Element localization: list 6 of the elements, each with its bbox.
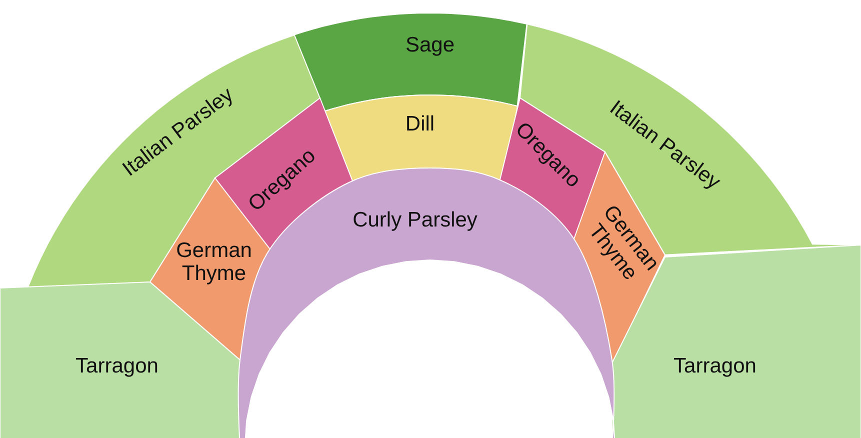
plant-label: Tarragon [674, 354, 756, 378]
plant-label: Tarragon [76, 354, 158, 378]
plant-label: Curly Parsley [352, 208, 478, 232]
plant-label: German Thyme [175, 238, 253, 286]
plant-label: Dill [405, 112, 435, 136]
plant-label: Sage [405, 33, 454, 57]
